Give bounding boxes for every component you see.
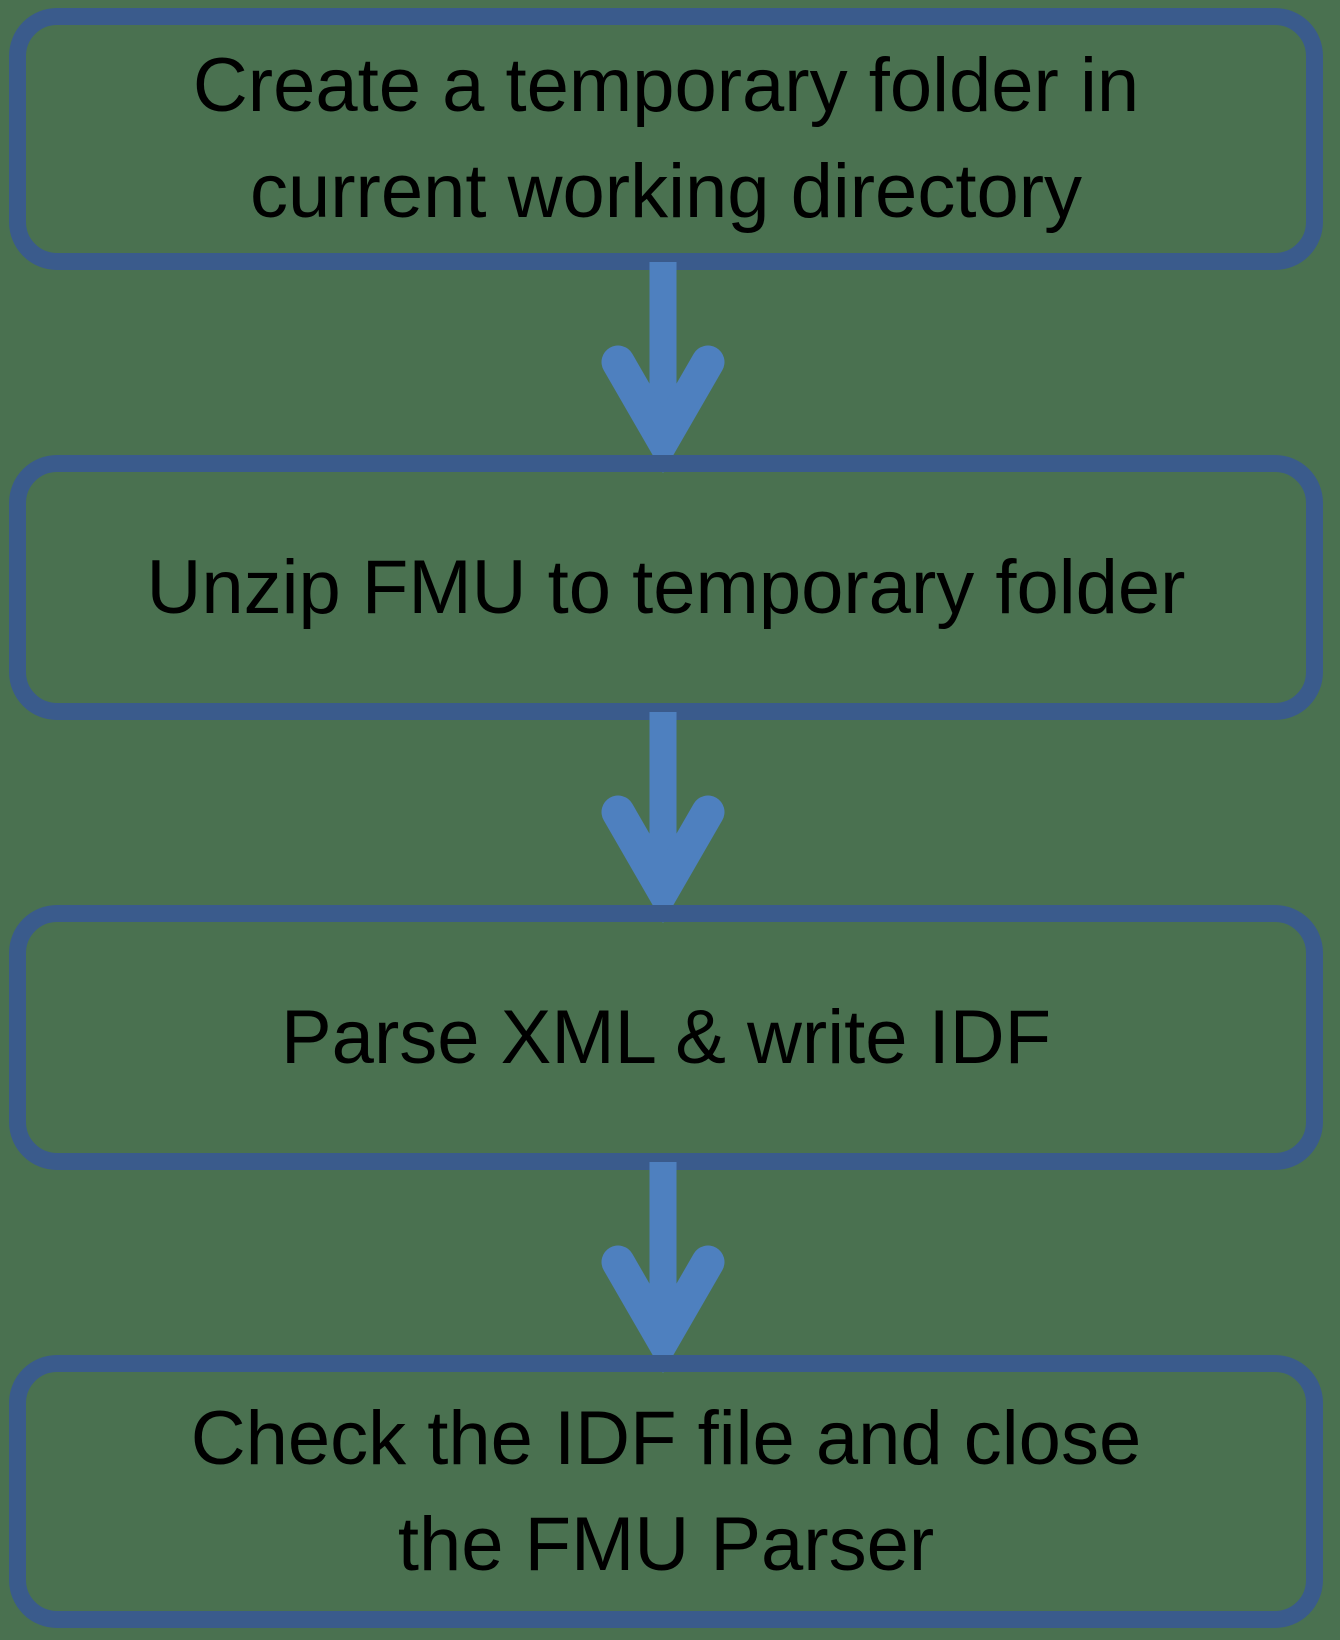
- step-label-line: Unzip FMU to temporary folder: [146, 544, 1186, 630]
- down-arrow-icon: [601, 262, 725, 474]
- step-label-line: Create a temporary folder in: [192, 43, 1140, 128]
- arrow-head: [601, 345, 725, 474]
- arrow-head: [601, 1245, 725, 1374]
- step-label-line: Parse XML & write IDF: [280, 994, 1052, 1080]
- flow-step-parse-xml-write-idf: Parse XML & write IDF: [9, 905, 1323, 1170]
- step-label-line: current working directory: [249, 149, 1083, 234]
- flow-step-create-temp-folder: Create a temporary folder in current wor…: [9, 8, 1323, 270]
- arrow-head: [601, 795, 725, 924]
- flow-step-check-idf-close-parser: Check the IDF file and close the FMU Par…: [9, 1355, 1323, 1628]
- step-label-line: the FMU Parser: [397, 1501, 935, 1587]
- down-arrow-icon: [601, 1162, 725, 1374]
- step-label-line: Check the IDF file and close: [190, 1395, 1142, 1481]
- down-arrow-icon: [601, 712, 725, 924]
- flow-step-unzip-fmu: Unzip FMU to temporary folder: [9, 455, 1323, 720]
